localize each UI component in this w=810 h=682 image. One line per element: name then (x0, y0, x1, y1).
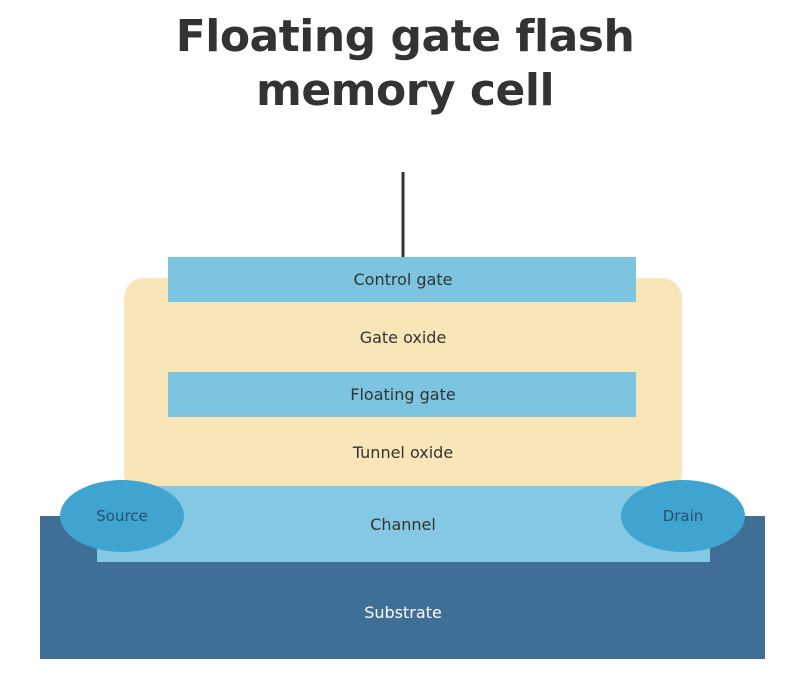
floating-gate-label: Floating gate (350, 385, 455, 404)
substrate-label: Substrate (364, 603, 442, 622)
source-region (60, 480, 184, 552)
control-gate-label: Control gate (354, 270, 453, 289)
channel-label: Channel (370, 515, 436, 534)
title-line-1: Floating gate flash (175, 11, 635, 62)
channel-layer (97, 486, 710, 562)
tunnel-oxide-label: Tunnel oxide (352, 443, 453, 462)
source-label: Source (96, 507, 148, 525)
title-line-2: memory cell (255, 65, 555, 116)
gate-oxide-label: Gate oxide (360, 328, 447, 347)
drain-label: Drain (663, 507, 704, 525)
floating-gate-layer (168, 372, 636, 417)
drain-region (621, 480, 745, 552)
control-gate-layer (168, 257, 636, 302)
page-title: Floating gate flash memory cell (0, 10, 810, 118)
